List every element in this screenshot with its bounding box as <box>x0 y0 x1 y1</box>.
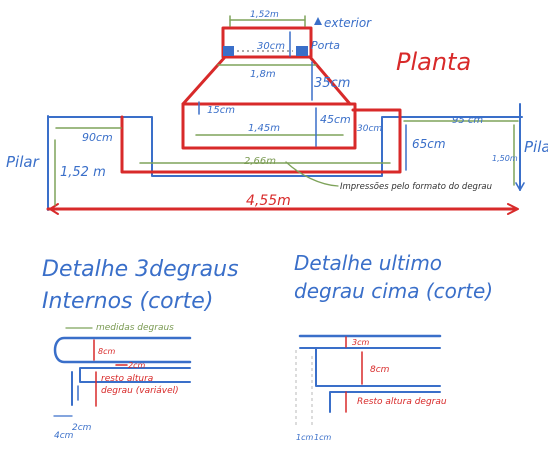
bottom-width-label: 2,66m <box>244 156 276 167</box>
detail1-dim-2: 2cm <box>128 361 145 370</box>
detail-3-steps: Detalhe 3degraus Internos (corte) medida… <box>42 257 239 441</box>
detail2-dim-3: 3cm <box>352 338 369 347</box>
door-depth-label: 30cm <box>257 41 285 52</box>
detail1-foot-4: 4cm <box>54 431 74 441</box>
door-block-left <box>223 46 234 56</box>
mid-width-label: 1,45m <box>248 123 280 134</box>
door-block-right <box>296 46 308 56</box>
exterior-label: exterior <box>324 16 372 30</box>
side-30-label: 30cm <box>357 124 382 134</box>
detail1-dim-8: 8cm <box>98 347 115 356</box>
total-width-label: 4,55m <box>246 193 291 209</box>
middle-step <box>181 102 357 150</box>
step-nose-profile <box>53 336 192 364</box>
left-height-label: 1,52 m <box>60 165 106 180</box>
step-lip <box>79 367 191 383</box>
impressions-note: Impressões pelo formato do degrau <box>340 182 492 192</box>
detail-last-step: Detalhe ultimo degrau cima (corte) 3cm 8… <box>294 251 493 442</box>
step-15-label: 15cm <box>207 105 235 116</box>
plan-drawing <box>46 15 525 215</box>
top-step <box>221 26 313 59</box>
left-pillar-label: Pilar <box>6 153 40 171</box>
detail1-rest-line1: resto altura <box>101 374 153 384</box>
right-height-label: 1,50m <box>492 154 518 163</box>
detail2-title-line1: Detalhe ultimo <box>294 251 442 275</box>
detail2-title-line2: degrau cima (corte) <box>294 279 493 303</box>
detail1-title-line1: Detalhe 3degraus <box>42 257 239 282</box>
step-lower <box>329 391 441 413</box>
plan-title: Planta <box>396 48 471 76</box>
detail2-rest: Resto altura degrau <box>357 397 447 407</box>
detail2-foot-1a: 1cm <box>296 433 313 442</box>
top-width-label: 1,52m <box>250 10 279 20</box>
second-step <box>181 55 352 106</box>
door-label: Porta <box>311 39 340 52</box>
right-pillar-label: Pilar <box>524 138 548 156</box>
detail2-dim-8: 8cm <box>370 365 390 375</box>
left-90-label: 90cm <box>82 131 113 144</box>
right-95-label: 95 cm <box>452 115 483 126</box>
detail1-title-line2: Internos (corte) <box>42 289 213 314</box>
wall-outline <box>47 116 523 177</box>
bottom-step <box>120 108 402 174</box>
detail1-rest-line2: degrau (variável) <box>101 386 179 396</box>
second-depth-label: 35cm <box>314 76 350 91</box>
measures-label: medidas degraus <box>96 323 174 333</box>
detail1-foot-2: 2cm <box>72 423 92 433</box>
right-65-label: 65cm <box>412 137 446 151</box>
note-leader <box>285 161 339 187</box>
detail2-foot-1b: 1cm <box>314 433 331 442</box>
second-width-label: 1,8m <box>250 69 276 80</box>
plan-labels: Planta 1,52m exterior 30cm Porta 1,8m 35… <box>6 10 548 209</box>
step-body <box>315 347 441 387</box>
exterior-marker-icon <box>314 17 322 25</box>
mid-depth-label: 45cm <box>320 113 351 126</box>
